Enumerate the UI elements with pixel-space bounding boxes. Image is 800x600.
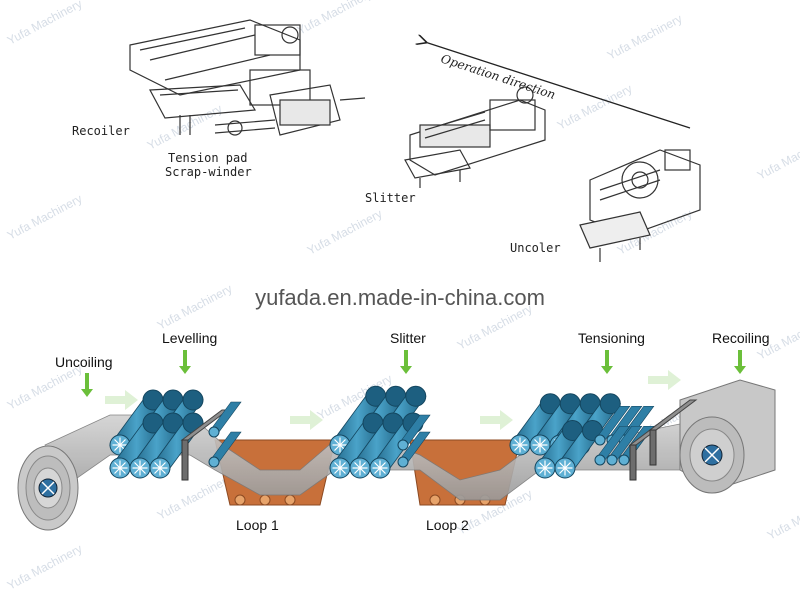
stage-arrow: [734, 350, 746, 374]
operation-direction-label: Operation direction: [439, 52, 557, 102]
levelling-rollers: [109, 389, 242, 481]
watermark-text: Yufa Machinery: [305, 206, 385, 257]
roller: [109, 412, 164, 479]
stage-label-slitter: Slitter: [390, 330, 426, 346]
roller: [529, 393, 582, 456]
watermark-text: Yufa Machinery: [295, 0, 375, 38]
pinch-roller: [397, 414, 431, 451]
pinch-roller: [208, 431, 242, 468]
slitter-machine-sketch: [404, 86, 546, 188]
flow-arrow: [480, 410, 513, 430]
watermark-text: Yufa Machinery: [145, 101, 225, 152]
roller: [109, 389, 164, 456]
stage-label-recoiling: Recoiling: [712, 330, 770, 346]
slitter-rollers: [329, 385, 431, 479]
stage-arrow: [400, 350, 412, 374]
watermark-text: Yufa Machinery: [5, 191, 85, 242]
recoiler-machine-sketch: [129, 19, 366, 136]
site-url: yufada.en.made-in-china.com: [255, 285, 545, 310]
shear-blade: [648, 399, 698, 466]
flow-arrow: [648, 370, 681, 390]
pinch-roller: [397, 431, 431, 468]
pinch-roller: [606, 425, 643, 466]
stage-arrow: [179, 350, 191, 374]
roller-groups: [109, 385, 698, 481]
uncoiler-label: Uncoler: [510, 241, 561, 255]
stage-labels: Uncoiling Levelling Slitter Tensioning R…: [55, 330, 770, 397]
roller: [509, 393, 562, 456]
recoil-roll: [679, 379, 776, 494]
pinch-roller: [208, 401, 242, 438]
watermark-text: Yufa Machinery: [755, 131, 800, 182]
stage-label-levelling: Levelling: [162, 330, 217, 346]
stage-arrow: [601, 350, 613, 374]
loop-1-label: Loop 1: [236, 517, 279, 533]
pinch-roller: [594, 405, 631, 446]
stage-arrow: [81, 373, 93, 397]
uncoiler-machine-sketch: [579, 149, 701, 262]
watermark-text: Yufa Machinery: [5, 0, 85, 48]
stage-label-uncoiling: Uncoiling: [55, 354, 113, 370]
flow-arrow: [105, 390, 138, 410]
watermark-text: Yufa Machinery: [155, 471, 235, 522]
watermark-text: Yufa Machinery: [155, 281, 235, 332]
loop-2-label: Loop 2: [426, 517, 469, 533]
uncoil-roll: [17, 445, 79, 531]
watermark-text: Yufa Machinery: [605, 11, 685, 62]
tensioning-rollers: [509, 393, 698, 481]
stage-label-tensioning: Tensioning: [578, 330, 645, 346]
watermark-text: Yufa Machinery: [555, 81, 635, 132]
recoiler-label: Recoiler: [72, 124, 130, 138]
slitter-sketch-label: Slitter: [365, 191, 416, 205]
flow-arrow: [290, 410, 323, 430]
tension-pad-label: Tension pad: [168, 151, 247, 165]
watermark-text: Yufa Machinery: [5, 541, 85, 592]
flow-arrows: [105, 370, 681, 430]
operation-direction-arrow: [425, 42, 691, 129]
watermark-text: Yufa Machinery: [765, 491, 800, 542]
pinch-roller: [594, 425, 631, 466]
scrap-winder-label: Scrap-winder: [165, 165, 252, 179]
